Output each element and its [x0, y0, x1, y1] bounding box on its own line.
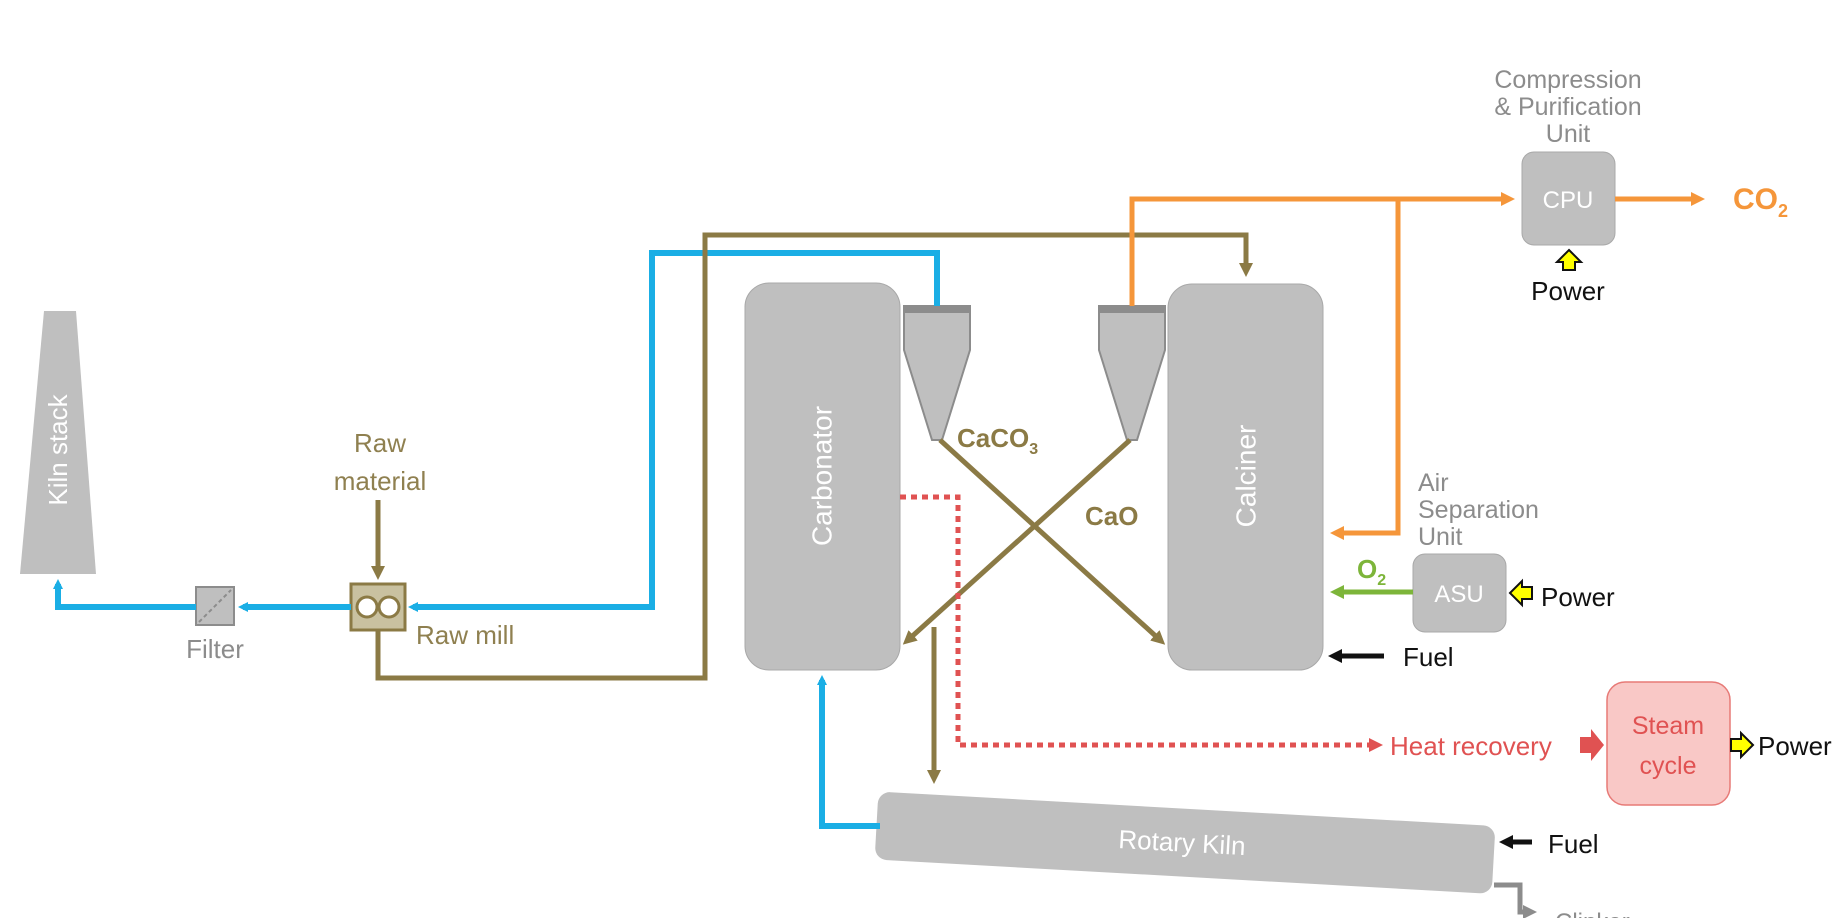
- power-asu-label: Power: [1541, 582, 1615, 612]
- flue-gas-streams: [53, 250, 940, 829]
- o2-label: O2: [1357, 554, 1386, 589]
- cpu-title-line3: Unit: [1546, 120, 1591, 148]
- steam-cycle-label-line2: cycle: [1640, 752, 1697, 780]
- flue-gas-kiln-to-carbonator: [817, 675, 880, 829]
- power-cpu-label: Power: [1531, 276, 1605, 306]
- rotary-kiln: Rotary Kiln: [875, 792, 1495, 894]
- kiln-stack-label: Kiln stack: [43, 393, 73, 505]
- steam-cycle-box: [1606, 681, 1731, 806]
- power-steam-label: Power: [1758, 731, 1832, 761]
- raw-meal-to-calciner: [375, 232, 1253, 681]
- raw-mill-label: Raw mill: [416, 620, 514, 650]
- clinker-label: Clinker: [1555, 909, 1630, 918]
- solids-streams: [371, 232, 1253, 784]
- cao-label: CaO: [1085, 501, 1138, 531]
- calciner-label: Calciner: [1230, 425, 1261, 528]
- power-asu-arrow: [1508, 578, 1533, 608]
- filter-icon: [195, 586, 235, 626]
- steam-cycle-label-line1: Steam: [1632, 712, 1704, 740]
- caco3-carbonator-to-calciner: [938, 438, 1166, 645]
- flue-gas-carbonator-to-raw-mill: [408, 250, 940, 612]
- asu-title-line2: Separation: [1418, 496, 1539, 524]
- heat-recovery-line: [900, 494, 1383, 752]
- calciner-cyclone: [1098, 305, 1166, 441]
- cpu-label: CPU: [1543, 187, 1594, 214]
- rotary-kiln-label: Rotary Kiln: [1118, 824, 1247, 861]
- cao-calciner-to-carbonator: [902, 438, 1132, 645]
- power-cpu-arrow: [1554, 248, 1584, 271]
- heat-recovery-label: Heat recovery: [1390, 731, 1552, 761]
- raw-mill-icon: [349, 582, 407, 632]
- fuel-calciner-label: Fuel: [1403, 642, 1454, 672]
- filter-label: Filter: [186, 634, 244, 664]
- fuel-kiln-label: Fuel: [1548, 829, 1599, 859]
- clinker-outlet: [1494, 882, 1537, 918]
- asu-label: ASU: [1434, 581, 1483, 608]
- carbonator-vessel: [744, 282, 901, 671]
- co2-streams: [1129, 192, 1705, 540]
- cpu-title-line2: & Purification: [1494, 93, 1641, 121]
- co2-calciner-to-cpu: [1129, 192, 1515, 306]
- co2-label: CO2: [1733, 183, 1788, 221]
- raw-material-label-line2: material: [334, 466, 426, 496]
- asu-title-line3: Unit: [1418, 523, 1463, 551]
- raw-material-label-line1: Raw: [354, 428, 406, 458]
- caco3-label: CaCO3: [957, 423, 1038, 458]
- carbonator-cyclone: [903, 305, 971, 441]
- asu-title-line1: Air: [1418, 469, 1449, 497]
- heat-to-steam-arrow: [1580, 729, 1604, 761]
- calciner-vessel: [1167, 283, 1324, 671]
- kiln-stack-shape: [20, 311, 96, 574]
- co2-recycle-to-calciner: [1330, 199, 1401, 540]
- power-steam-arrow: [1730, 730, 1755, 760]
- cpu-title-line1: Compression: [1494, 66, 1641, 94]
- flue-gas-filter-to-stack: [53, 579, 196, 610]
- carbonator-label: Carbonator: [806, 406, 837, 546]
